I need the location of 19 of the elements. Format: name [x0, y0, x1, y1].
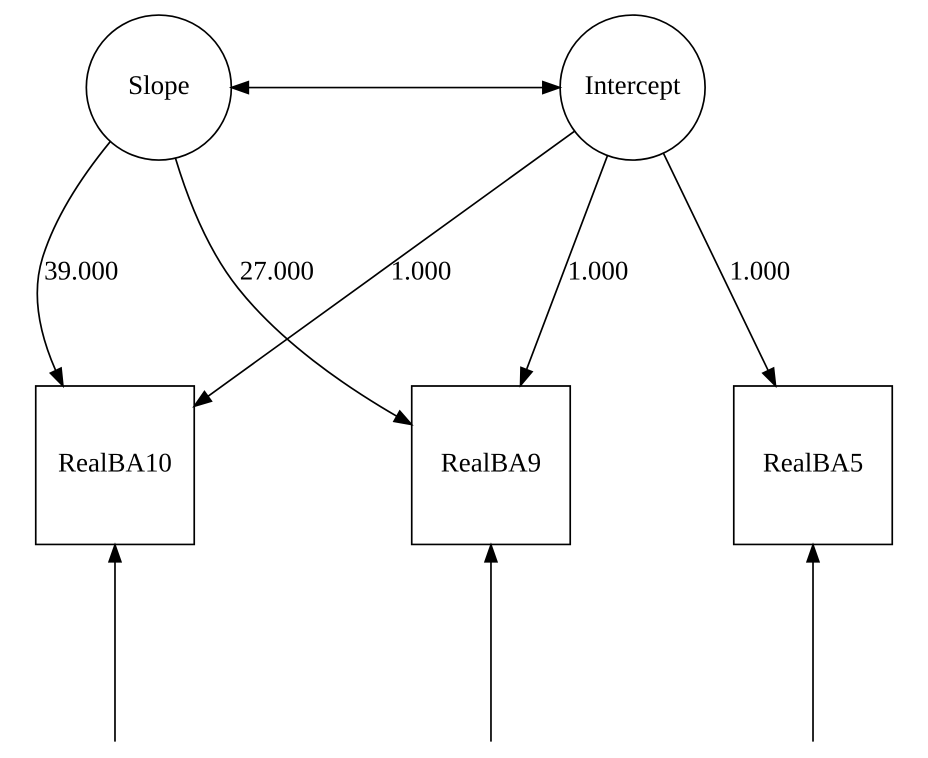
- edge-label: 1.000: [730, 255, 790, 286]
- node-box: RealBA9: [410, 385, 572, 546]
- arrow: [36, 141, 111, 388]
- edge-label: 27.000: [240, 255, 314, 286]
- arrow: [108, 542, 122, 742]
- node-box: RealBA10: [34, 385, 196, 546]
- arrow: [174, 158, 414, 426]
- edge-label: 39.000: [44, 255, 118, 286]
- node-box: RealBA5: [732, 385, 894, 546]
- arrow: [520, 155, 608, 388]
- node-circle: Slope: [85, 14, 232, 161]
- arrow: [806, 542, 820, 742]
- node-circle: Intercept: [559, 14, 706, 161]
- arrow: [484, 542, 498, 742]
- arrow: [228, 80, 562, 95]
- arrow: [192, 130, 575, 408]
- edge-label: 1.000: [568, 255, 628, 286]
- edge-label: 1.000: [390, 255, 452, 286]
- arrow: [662, 153, 777, 388]
